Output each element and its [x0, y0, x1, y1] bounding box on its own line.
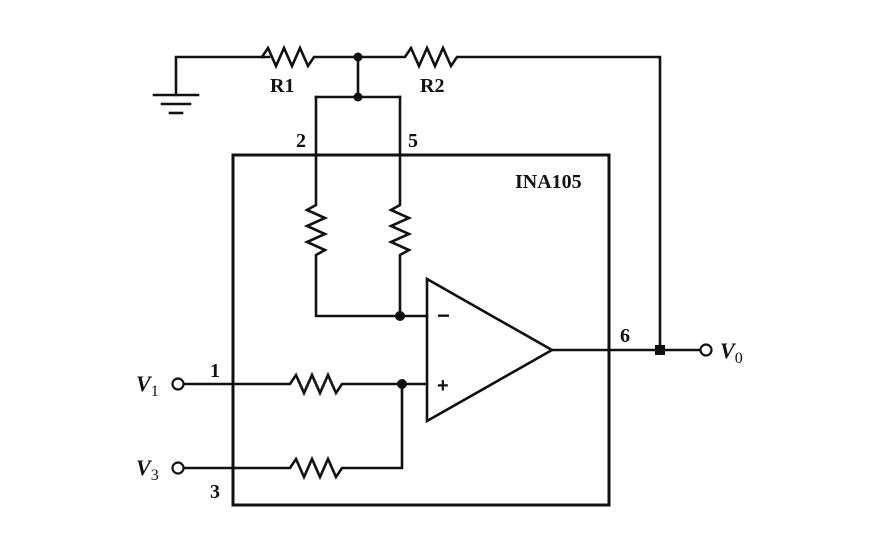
- resistor-r2: [356, 44, 662, 354]
- internal-resistor-pin5: [387, 95, 429, 318]
- v3-terminal: [171, 461, 185, 475]
- pin-1-label: 1: [210, 360, 220, 382]
- r2-label: R2: [420, 75, 444, 97]
- junction-dot: [353, 92, 363, 102]
- vo-label: V0: [720, 338, 743, 367]
- internal-resistor-pin3: [182, 382, 404, 481]
- opamp-minus-label: −: [437, 303, 450, 328]
- ground-symbol: [152, 55, 271, 115]
- pin-2-label: 2: [296, 130, 306, 152]
- ina105-chip-body: [231, 153, 611, 507]
- resistor-r1: [260, 44, 360, 70]
- internal-resistor-pin2: [303, 95, 402, 318]
- pin-5-label: 5: [408, 130, 418, 152]
- v1-terminal: [171, 377, 185, 391]
- r1-label: R1: [270, 75, 294, 97]
- v3-label: V3: [136, 455, 159, 484]
- internal-resistor-pin1: [182, 371, 429, 397]
- pin-3-label: 3: [210, 481, 220, 503]
- v1-label: V1: [136, 371, 159, 400]
- opamp-plus-label: +: [437, 375, 449, 397]
- junction-dot: [395, 311, 405, 321]
- junction-dot: [353, 52, 363, 62]
- vo-terminal: [699, 343, 713, 357]
- chip-name-label: INA105: [515, 171, 582, 193]
- pin-6-label: 6: [620, 325, 630, 347]
- opamp-triangle: [425, 276, 555, 424]
- junction-dot: [655, 345, 665, 355]
